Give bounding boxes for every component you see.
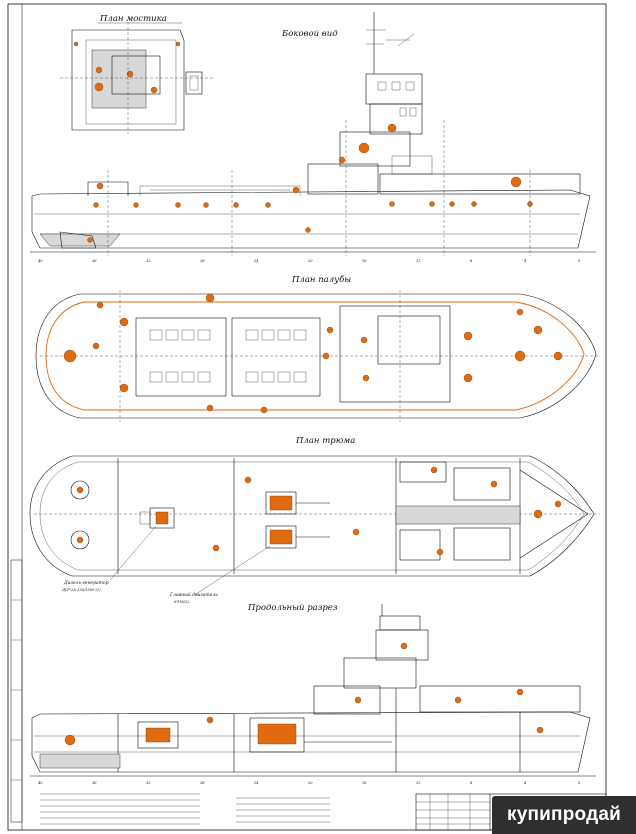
svg-text:20: 20 [307, 781, 313, 785]
longitudinal-section-title: Продольный разрез [247, 603, 338, 613]
svg-text:28: 28 [199, 259, 205, 263]
svg-text:4: 4 [523, 781, 527, 785]
svg-text:8: 8 [470, 781, 473, 785]
frame-scale-bottom: 40 36 32 28 24 20 16 12 8 4 0 [37, 781, 581, 785]
callout-diesel-generator-model: ДГР-2А-150/1500 (2) [61, 588, 101, 592]
main-engine-symbol [265, 491, 330, 549]
callout-main-engine-model: 6Ч18/22 [174, 600, 190, 604]
side-stamp [10, 559, 23, 823]
svg-text:20: 20 [307, 259, 313, 263]
svg-text:36: 36 [92, 781, 97, 785]
notes-block [40, 793, 330, 825]
callout-diesel-generator: Дизель-генератор [63, 580, 109, 586]
svg-text:16: 16 [362, 259, 367, 263]
deck-equipment [63, 293, 563, 414]
svg-text:32: 32 [146, 781, 151, 785]
svg-text:24: 24 [253, 781, 259, 785]
svg-text:40: 40 [37, 781, 43, 785]
hold-plan-title: План трюма [295, 436, 355, 446]
watermark-text: купипродай [507, 804, 621, 825]
hold-plan: План трюма [29, 436, 600, 604]
svg-text:40: 40 [37, 259, 43, 263]
svg-text:4: 4 [523, 259, 527, 263]
side-view: Боковой вид [30, 12, 596, 263]
svg-text:0: 0 [578, 259, 581, 263]
bridge-plan-title: План мостика [99, 14, 167, 24]
diesel-generator-symbol [139, 507, 175, 529]
bridge-plan: План мостика [60, 14, 215, 134]
svg-text:12: 12 [416, 781, 421, 785]
frame-scale-top: 40 36 32 28 24 20 16 12 8 4 0 [37, 259, 581, 263]
svg-text:8: 8 [470, 259, 473, 263]
deck-plan-title: План палубы [291, 274, 351, 285]
longitudinal-section: Продольный разрез 40 36 32 [30, 603, 596, 785]
svg-text:0: 0 [578, 781, 581, 785]
svg-text:24: 24 [253, 259, 259, 263]
svg-text:36: 36 [92, 259, 97, 263]
callout-main-engine: Главный двигатель [169, 592, 218, 598]
svg-text:32: 32 [146, 259, 151, 263]
deck-plan: План палубы [35, 274, 600, 422]
svg-text:12: 12 [416, 259, 421, 263]
svg-text:16: 16 [362, 781, 367, 785]
sheet-frame [7, 3, 607, 831]
side-view-title: Боковой вид [281, 29, 338, 39]
watermark-badge: купипродай [492, 796, 636, 834]
svg-text:28: 28 [199, 781, 205, 785]
